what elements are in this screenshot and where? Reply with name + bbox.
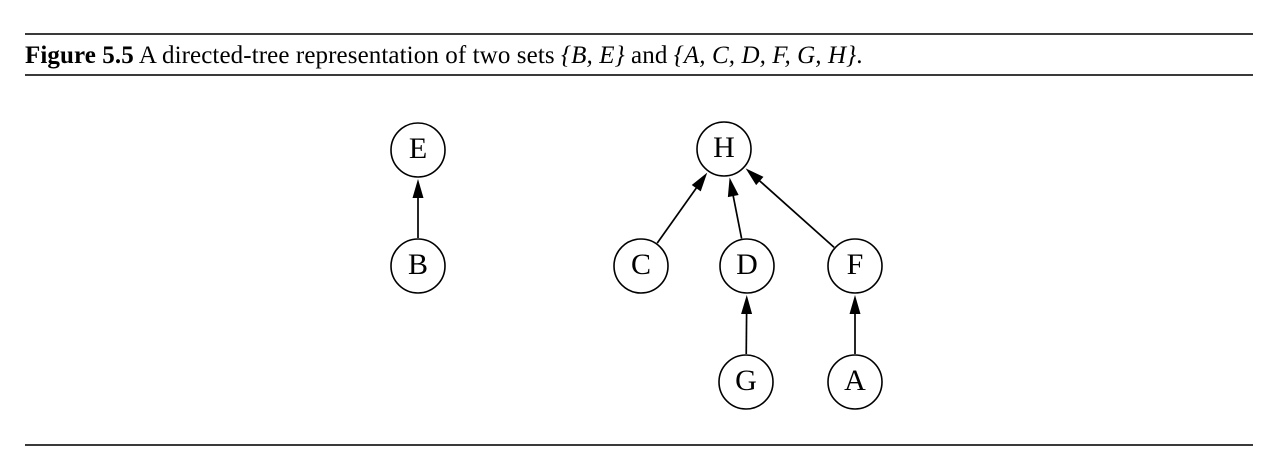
node-label: E (409, 132, 427, 165)
edge-c-to-h (656, 172, 708, 244)
node-label: F (847, 248, 864, 281)
edge-g-to-d (741, 294, 753, 355)
node-label: B (408, 248, 428, 281)
edge-line (656, 184, 700, 244)
figure-caption-conjunction: and (624, 42, 674, 69)
node-circle (390, 122, 446, 178)
node-label: A (844, 364, 866, 397)
edge-f-to-h (745, 168, 835, 248)
arrow-head-icon (741, 294, 753, 315)
figure-label: Figure 5.5 (25, 42, 134, 69)
node-circle (827, 354, 883, 410)
figure-caption: Figure 5.5 A directed-tree representatio… (25, 40, 1260, 72)
edge-d-to-h (727, 177, 743, 239)
node-label: D (736, 248, 758, 281)
graph-node-f: F (827, 238, 883, 294)
graph-node-d: D (719, 238, 775, 294)
graph-node-g: G (718, 354, 774, 410)
edge-line (731, 192, 743, 239)
node-circle (718, 354, 774, 410)
node-circle (719, 238, 775, 294)
figure-set-one: {B, E} (561, 42, 625, 69)
nodes-layer: E B H C D F G A (390, 121, 883, 410)
node-circle (696, 121, 752, 177)
graph-node-h: H (696, 121, 752, 177)
edge-a-to-f (849, 295, 861, 354)
arrow-head-icon (745, 168, 764, 186)
edge-line (756, 177, 835, 248)
node-circle (390, 238, 446, 294)
arrow-head-icon (849, 295, 861, 314)
node-circle (613, 238, 669, 294)
edge-b-to-e (412, 179, 424, 238)
node-label: C (631, 248, 651, 281)
caption-bottom-rule (25, 74, 1253, 76)
graph-node-c: C (613, 238, 669, 294)
node-label: G (735, 364, 757, 397)
arrow-head-icon (691, 172, 708, 192)
graph-node-b: B (390, 238, 446, 294)
graph-node-a: A (827, 354, 883, 410)
arrow-head-icon (412, 179, 424, 198)
figure-caption-period: . (856, 42, 863, 69)
figure-set-two: {A, C, D, F, G, H} (673, 42, 857, 69)
graph-node-e: E (390, 122, 446, 178)
edges-layer (412, 168, 861, 355)
caption-top-rule (25, 33, 1253, 35)
directed-tree-diagram: E B H C D F G A (390, 121, 883, 410)
figure-bottom-rule (25, 444, 1253, 446)
figure-caption-text: A directed-tree representation of two se… (133, 42, 562, 69)
arrow-head-icon (727, 177, 739, 198)
node-circle (827, 238, 883, 294)
node-label: H (713, 131, 735, 164)
